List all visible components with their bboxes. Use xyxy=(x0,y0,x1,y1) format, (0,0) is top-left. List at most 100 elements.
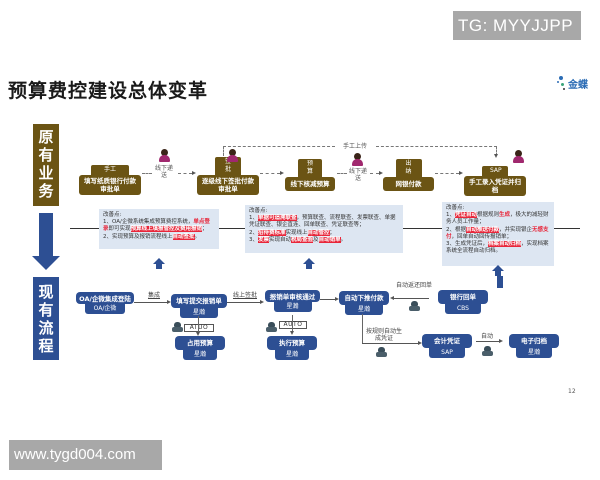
node-tab: 出纳 xyxy=(395,159,422,177)
person-icon xyxy=(159,149,170,163)
node-body: 网银付款 xyxy=(383,177,434,191)
node-oa-login: OA/企微集成登陆 OA/企微 xyxy=(76,292,134,314)
note-line: 1、OA/企微系统集成预算费控系统，单点登录即可实现预算线上填报管控及费用报销； xyxy=(103,219,210,233)
node-title: OA/企微集成登陆 xyxy=(76,292,134,304)
robot-icon xyxy=(409,301,420,311)
up-arrow-icon xyxy=(153,258,165,269)
page-title: 预算费控建设总体变革 xyxy=(8,80,209,102)
improvement-note-2: 改善点: 1、单据可追溯联查，预算联查、流程联查、发票联查、单据凭证联查、银企直… xyxy=(245,205,403,253)
node-bank-receipt: 银行回单 CBS xyxy=(438,290,488,314)
arrow-right-icon xyxy=(260,300,264,304)
node-title: 占用预算 xyxy=(175,336,225,350)
arrow-down-icon xyxy=(494,154,498,158)
connector xyxy=(376,146,497,147)
node-body: 手工录入凭证并归档 xyxy=(464,176,526,196)
improvement-note-3: 改善点: 1、凭证自动根据规则生成，极大的减轻财务人员工作量； 2、根据自动推送… xyxy=(442,202,554,266)
auto-gen-voucher-label: 按规则自动生成凭证 xyxy=(366,328,403,342)
robot-icon xyxy=(172,322,183,332)
node-sub: 星瀚 xyxy=(516,348,552,358)
integrate-label: 集成 xyxy=(147,292,160,299)
node-title: 自动下推付款 xyxy=(339,291,389,305)
auto-label: 自动 xyxy=(481,333,494,340)
robot-icon xyxy=(376,347,387,357)
arrow-right-icon xyxy=(379,171,383,175)
arrow-down-icon xyxy=(290,331,294,335)
node-e-archive: 电子归档 星瀚 xyxy=(509,334,559,358)
node-tab: SAP xyxy=(482,166,508,176)
original-node-budget: 预算 线下核减预算 xyxy=(285,158,335,191)
transition-arrow-head-icon xyxy=(32,256,60,270)
node-accounting-voucher: 会计凭证 SAP xyxy=(422,334,472,358)
connector xyxy=(134,302,168,303)
connector xyxy=(476,341,500,342)
connector xyxy=(292,315,293,332)
connector xyxy=(337,173,347,174)
node-title: 执行预算 xyxy=(267,336,317,350)
node-body: 线下核减预算 xyxy=(285,177,335,191)
robot-icon xyxy=(482,346,493,356)
node-fill-claim: 填写提交报销单 星瀚 xyxy=(171,294,227,318)
node-sub: OA/企微 xyxy=(85,304,125,314)
section-original-label: 原有业务 xyxy=(33,124,59,206)
node-sub: 星瀚 xyxy=(345,305,383,315)
watermark-bottom: www.tygd004.com xyxy=(9,440,162,470)
note-title: 改善点: xyxy=(446,205,465,211)
note-line: 3、生成凭证后，档案自动归档，实现档案系统全流程自动归档。 xyxy=(446,241,549,255)
original-node-fill-form: 手工 填写纸质银行付款审批单 xyxy=(79,156,141,195)
up-arrow-icon xyxy=(492,265,504,276)
node-title: 会计凭证 xyxy=(422,334,472,348)
note-line: 1、单据可追溯联查，预算联查、流程联查、发票联查、单据凭证联查、银企直连、回单联… xyxy=(249,215,396,229)
person-icon xyxy=(227,149,238,163)
original-node-cashier: 出纳 网银付款 xyxy=(383,158,434,191)
node-title: 电子归档 xyxy=(509,334,559,348)
connector xyxy=(435,173,459,174)
node-body: 逐级线下签批付款审批单 xyxy=(197,175,259,195)
transfer-label: 线下递送 xyxy=(155,165,174,179)
arrow-right-icon xyxy=(418,341,422,345)
arrow-right-icon xyxy=(459,171,463,175)
auto-tag: ATUO xyxy=(184,324,214,332)
logo-text: 金蝶 xyxy=(568,80,588,91)
node-sub: 星瀚 xyxy=(183,350,217,360)
kingdee-logo: 金蝶 xyxy=(556,72,596,94)
connector xyxy=(178,173,192,174)
node-tab: 预算 xyxy=(298,159,322,177)
note-title: 改善点: xyxy=(249,208,268,214)
connector xyxy=(223,146,224,156)
arrow-down-icon xyxy=(196,332,200,336)
note-line: 2、实现预算及报销流程线上自动签批。 xyxy=(103,233,201,240)
node-title: 报销单审核通过 xyxy=(265,290,320,302)
connector xyxy=(223,146,335,147)
arrow-left-icon xyxy=(390,296,394,300)
connector xyxy=(198,316,199,332)
arrow-right-icon xyxy=(499,339,503,343)
logo-dot-icon xyxy=(557,81,559,83)
improvement-note-1: 改善点: 1、OA/企微系统集成预算费控系统，单点登录即可实现预算线上填报管控及… xyxy=(99,209,219,249)
logo-dot-icon xyxy=(563,88,565,90)
node-sub: 星瀚 xyxy=(275,350,309,360)
connector xyxy=(362,314,363,343)
person-icon xyxy=(513,150,524,164)
node-sub: CBS xyxy=(445,304,481,314)
node-title: 银行回单 xyxy=(438,290,488,304)
node-tab: 手工 xyxy=(91,165,129,175)
up-arrow-icon xyxy=(303,258,315,269)
upload-label: 手工上传 xyxy=(342,143,367,150)
connector xyxy=(260,173,280,174)
robot-icon xyxy=(266,322,277,332)
connector xyxy=(320,299,336,300)
page-number: 12 xyxy=(568,388,576,395)
person-icon xyxy=(352,153,363,167)
note-line: 1、凭证自动根据规则生成，极大的减轻财务人员工作量； xyxy=(446,212,549,226)
node-auto-payment: 自动下推付款 星瀚 xyxy=(339,291,389,315)
note-line: 2、根据自动推送付款，并实现银企无感支付，回单自动回传报销单； xyxy=(446,226,549,240)
arrow-right-icon xyxy=(167,300,171,304)
node-title: 填写提交报销单 xyxy=(171,294,227,308)
original-node-sap: SAP 手工录入凭证并归档 xyxy=(464,157,526,196)
connector xyxy=(393,298,429,299)
up-arrow-shaft xyxy=(497,276,503,288)
node-sub: SAP xyxy=(429,348,465,358)
auto-tag: AUTO xyxy=(279,321,307,329)
node-execute-budget: 执行预算 星瀚 xyxy=(267,336,317,360)
note-line: 3、发票实现自动税局查验及自动销单。 xyxy=(249,236,347,243)
